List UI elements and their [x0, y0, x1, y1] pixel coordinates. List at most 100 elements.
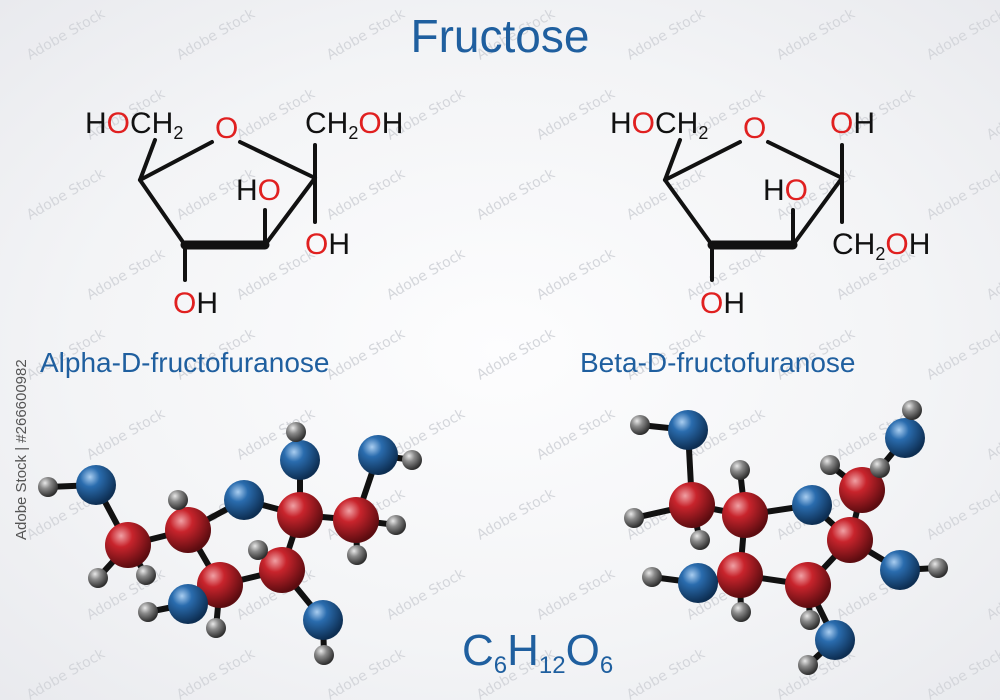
hydrogen-atom: [798, 655, 818, 675]
alpha-ring-oxygen: O: [215, 112, 238, 145]
watermark-text: Adobe Stock: [924, 485, 1000, 543]
hydrogen-atom: [286, 422, 306, 442]
oxygen-atom: [792, 485, 832, 525]
alpha-c6-group-label: HOCH2: [85, 107, 183, 143]
watermark-text: Adobe Stock: [174, 645, 259, 700]
watermark-text: Adobe Stock: [324, 5, 409, 63]
watermark-text: Adobe Stock: [324, 165, 409, 223]
bond: [791, 176, 844, 247]
bond: [238, 140, 317, 180]
beta-c3-hydroxyl: HO: [763, 174, 808, 207]
molecular-formula: C6H12O6: [462, 626, 613, 679]
hydrogen-atom: [624, 508, 644, 528]
bond: [263, 176, 317, 247]
hydrogen-atom: [870, 458, 890, 478]
bond: [138, 138, 157, 182]
carbon-atom: [722, 492, 768, 538]
hydrogen-atom: [800, 610, 820, 630]
watermark-text: Adobe Stock: [924, 325, 1000, 383]
oxygen-atom: [168, 584, 208, 624]
watermark-text: Adobe Stock: [624, 645, 709, 700]
watermark-text: Adobe Stock: [174, 5, 259, 63]
watermark-text: Adobe Stock: [984, 565, 1000, 623]
beta-name: Beta-D-fructofuranose: [580, 347, 855, 378]
bond: [663, 138, 682, 182]
watermark-text: Adobe Stock: [534, 85, 619, 143]
carbon-atom: [259, 547, 305, 593]
beta-c1-group-label: CH2OH: [832, 228, 930, 264]
alpha-structural-formula: [138, 138, 317, 282]
watermark-text: Adobe Stock: [924, 645, 1000, 700]
carbon-atom: [105, 522, 151, 568]
watermark-text: Adobe Stock: [534, 565, 619, 623]
hydrogen-atom: [88, 568, 108, 588]
hydrogen-atom: [138, 602, 158, 622]
watermark-text: Adobe Stock: [474, 485, 559, 543]
bond: [663, 178, 714, 247]
hydrogen-atom: [630, 415, 650, 435]
hydrogen-atom: [820, 455, 840, 475]
carbon-atom: [669, 482, 715, 528]
watermark-text: Adobe Stock: [474, 325, 559, 383]
hydrogen-atom: [690, 530, 710, 550]
watermark-text: Adobe Stock: [624, 5, 709, 63]
watermark-text: Adobe Stock: [84, 245, 169, 303]
hydrogen-atom: [928, 558, 948, 578]
watermark-text: Adobe Stock: [324, 645, 409, 700]
alpha-c1-group-label: CH2OH: [305, 107, 403, 143]
watermark-text: Adobe Stock: [84, 405, 169, 463]
oxygen-atom: [76, 465, 116, 505]
stock-id-text: Adobe Stock | #266600982: [13, 359, 30, 540]
alpha-atom-labels: HOCH2 O CH2OH HO OH OH: [85, 107, 403, 320]
oxygen-atom: [668, 410, 708, 450]
hydrogen-atom: [902, 400, 922, 420]
bond: [663, 140, 742, 182]
hydrogen-atom: [38, 477, 58, 497]
carbon-atom: [277, 492, 323, 538]
watermark-text: Adobe Stock: [984, 405, 1000, 463]
watermark-text: Adobe Stock: [984, 85, 1000, 143]
alpha-c3-hydroxyl: HO: [236, 174, 281, 207]
carbon-atom: [333, 497, 379, 543]
alpha-c4-hydroxyl: OH: [173, 287, 218, 320]
oxygen-atom: [358, 435, 398, 475]
hydrogen-atom: [730, 460, 750, 480]
hydrogen-atom: [642, 567, 662, 587]
hydrogen-atom: [347, 545, 367, 565]
hydrogen-atom: [386, 515, 406, 535]
hydrogen-atom: [136, 565, 156, 585]
watermark-text: Adobe Stock: [24, 165, 109, 223]
watermark-text: Adobe Stock: [384, 565, 469, 623]
hydrogen-atom: [248, 540, 268, 560]
oxygen-atom: [280, 440, 320, 480]
page-title: Fructose: [411, 10, 590, 62]
oxygen-atom: [678, 563, 718, 603]
oxygen-atom: [815, 620, 855, 660]
watermark-text: Adobe Stock: [534, 245, 619, 303]
oxygen-atom: [224, 480, 264, 520]
watermark-text: Adobe Stock: [774, 5, 859, 63]
alpha-name: Alpha-D-fructofuranose: [40, 347, 329, 378]
hydrogen-atom: [731, 602, 751, 622]
watermark-text: Adobe Stock: [534, 405, 619, 463]
bond: [138, 178, 187, 247]
watermark-text: Adobe Stock: [924, 5, 1000, 63]
watermark-text: Adobe Stock: [984, 245, 1000, 303]
carbon-atom: [717, 552, 763, 598]
hydrogen-atom: [314, 645, 334, 665]
carbon-atom: [165, 507, 211, 553]
carbon-atom: [839, 467, 885, 513]
carbon-atom: [197, 562, 243, 608]
hydrogen-atom: [168, 490, 188, 510]
carbon-atom: [785, 562, 831, 608]
bond: [138, 140, 214, 182]
hydrogen-atom: [402, 450, 422, 470]
beta-atom-labels: HOCH2 O OH HO CH2OH OH: [610, 107, 930, 320]
carbon-atom: [827, 517, 873, 563]
oxygen-atom: [303, 600, 343, 640]
oxygen-atom: [880, 550, 920, 590]
beta-ball-and-stick-model: [624, 400, 948, 675]
watermark-text: Adobe Stock: [24, 5, 109, 63]
beta-c2-hydroxyl: OH: [830, 107, 875, 140]
beta-c4-hydroxyl: OH: [700, 287, 745, 320]
